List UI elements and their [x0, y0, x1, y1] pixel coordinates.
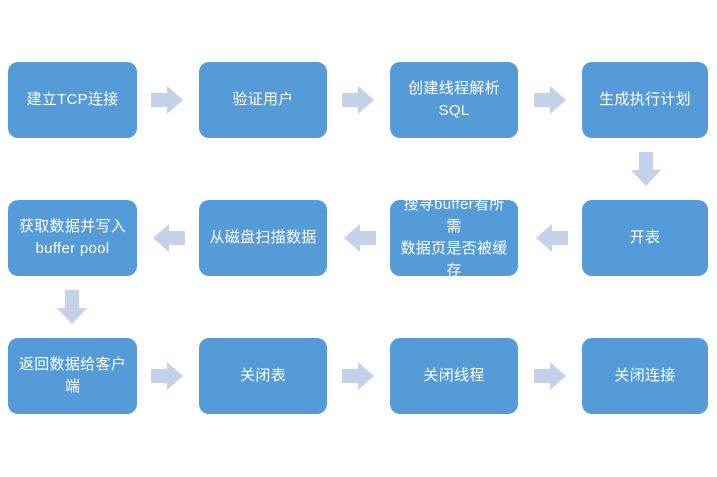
arrow-right-icon: [151, 362, 185, 390]
arrow-left-icon: [151, 224, 185, 252]
arrow-shaft: [534, 369, 552, 383]
flow-node-label: 返回数据给客户端: [18, 356, 127, 395]
arrow-shaft: [151, 369, 169, 383]
arrow-right-icon: [534, 86, 568, 114]
arrow-head: [631, 170, 661, 186]
arrow-head: [550, 86, 566, 114]
flow-node-label: 从磁盘扫描数据: [209, 229, 317, 246]
arrow-right-icon: [342, 86, 376, 114]
arrow-left-icon: [534, 224, 568, 252]
flow-node-label: 验证用户: [232, 91, 294, 108]
arrow-shaft: [534, 93, 552, 107]
flow-node-n6[interactable]: 从磁盘扫描数据: [199, 200, 327, 276]
arrow-head: [536, 224, 552, 252]
arrow-shaft: [65, 290, 79, 310]
arrow-right-icon: [151, 86, 185, 114]
flow-node-n10[interactable]: 关闭表: [199, 338, 327, 414]
flow-node-label: 生成执行计划: [599, 91, 691, 108]
flow-node-n5[interactable]: 获取数据并写入 buffer pool: [8, 200, 137, 276]
arrow-shaft: [167, 231, 185, 245]
arrow-head: [153, 224, 169, 252]
flow-node-label: 建立TCP连接: [26, 91, 119, 108]
flow-node-label: 关闭连接: [614, 367, 676, 384]
arrow-down-icon: [57, 290, 87, 324]
arrow-shaft: [151, 93, 169, 107]
arrow-shaft: [342, 93, 360, 107]
flow-node-label: 开表: [629, 229, 661, 246]
flow-node-label: 搜寻buffer看所需 数据页是否被缓存: [400, 196, 508, 279]
flow-node-n12[interactable]: 关闭连接: [582, 338, 708, 414]
flow-node-label: 创建线程解析SQL: [408, 80, 500, 119]
flow-node-label: 关闭表: [240, 367, 286, 384]
arrow-left-icon: [342, 224, 376, 252]
flow-node-n9[interactable]: 返回数据给客户端: [8, 338, 137, 414]
arrow-head: [167, 362, 183, 390]
arrow-shaft: [342, 369, 360, 383]
flow-node-label: 获取数据并写入 buffer pool: [18, 218, 127, 257]
flow-node-n4[interactable]: 生成执行计划: [582, 62, 708, 138]
flow-node-n8[interactable]: 开表: [582, 200, 708, 276]
flow-node-label: 关闭线程: [423, 367, 485, 384]
arrow-right-icon: [534, 362, 568, 390]
arrow-down-icon: [631, 152, 661, 186]
arrow-shaft: [358, 231, 376, 245]
flow-node-n1[interactable]: 建立TCP连接: [8, 62, 137, 138]
arrow-right-icon: [342, 362, 376, 390]
arrow-head: [167, 86, 183, 114]
flow-node-n3[interactable]: 创建线程解析SQL: [390, 62, 518, 138]
arrow-head: [550, 362, 566, 390]
arrow-shaft: [639, 152, 653, 172]
arrow-head: [358, 86, 374, 114]
arrow-head: [358, 362, 374, 390]
flow-node-n2[interactable]: 验证用户: [199, 62, 327, 138]
flow-node-n7[interactable]: 搜寻buffer看所需 数据页是否被缓存: [390, 196, 518, 279]
arrow-shaft: [550, 231, 568, 245]
flow-node-n11[interactable]: 关闭线程: [390, 338, 518, 414]
arrow-head: [57, 308, 87, 324]
arrow-head: [344, 224, 360, 252]
